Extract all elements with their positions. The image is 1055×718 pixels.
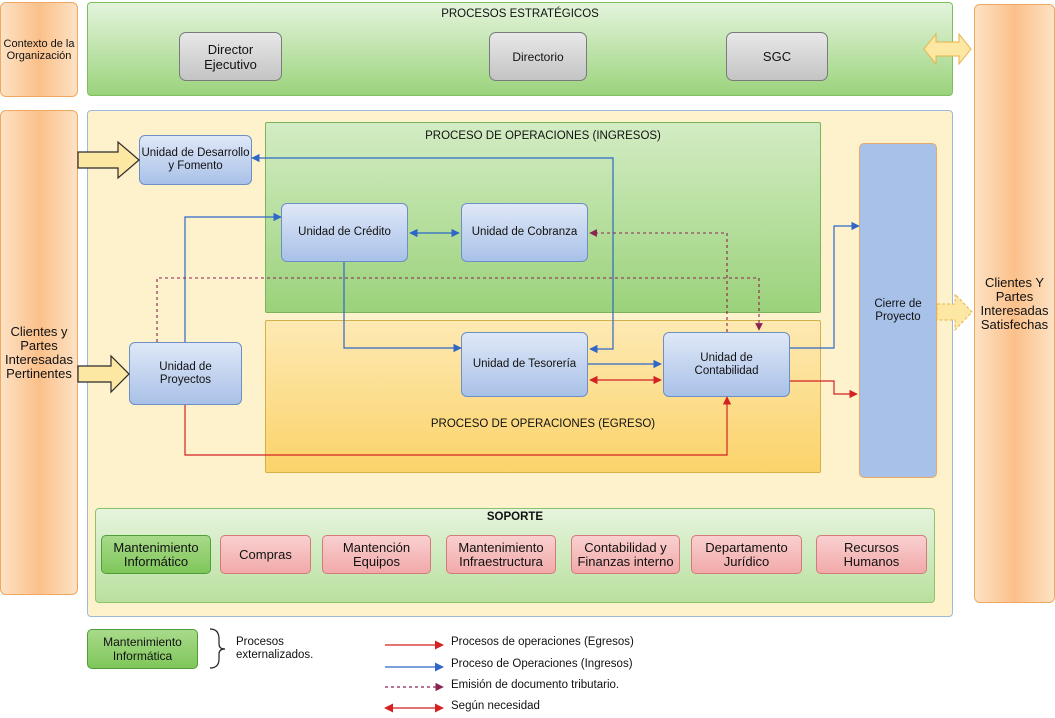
soporte-title: SOPORTE (486, 511, 544, 523)
unidad-proyectos-label: Unidad de Proyectos (159, 360, 212, 386)
clientes-entrada-label: Clientes y Partes Interesadas Pertinente… (5, 323, 73, 381)
sgc-box: SGC (726, 32, 828, 81)
directorio-label: Directorio (512, 49, 564, 64)
arrow-tesoreria-desarrollo (251, 153, 614, 354)
cierre-proyecto-box: Cierre de Proyecto (859, 143, 937, 478)
soporte-item-label: Contabilidad y Finanzas interno (577, 539, 674, 569)
legend-label-egresos: Procesos de operaciones (Egresos) (451, 636, 634, 648)
sgc-label: SGC (762, 49, 792, 64)
contexto-label: Contexto de la Organización (3, 37, 75, 62)
clientes-salida: Clientes Y Partes Interesadas Satisfecha… (974, 4, 1055, 603)
directorio-box: Directorio (489, 32, 587, 81)
director-ejecutivo-box: Director Ejecutivo (179, 32, 282, 81)
unidad-proyectos-box: Unidad de Proyectos (129, 342, 242, 405)
unidad-contabilidad-box: Unidad de Contabilidad (663, 332, 790, 397)
block-arrow-contexto (923, 32, 972, 66)
unidad-contabilidad-label: Unidad de Contabilidad (694, 351, 759, 377)
arrow-proyectos-credito (184, 212, 282, 342)
director-ejecutivo-label: Director Ejecutivo (204, 41, 257, 72)
soporte-compras: Compras (220, 535, 311, 574)
soporte-item-label: Mantenimiento Infraestructura (458, 539, 544, 569)
contexto-organizacion: Contexto de la Organización (0, 2, 78, 97)
legend-label-tributario: Emisión de documento tributario. (451, 679, 620, 691)
arrow-contabilidad-cobranza-dashed (589, 229, 728, 332)
soporte-item-label: Mantención Equipos (342, 539, 411, 569)
unidad-desarrollo-box: Unidad de Desarrollo y Fomento (139, 135, 252, 185)
legend-externalized-label: Mantenimiento Informática (103, 635, 182, 663)
unidad-desarrollo-label: Unidad de Desarrollo y Fomento (141, 147, 250, 172)
arrow-proyectos-contabilidad-red (184, 396, 732, 456)
soporte-item-label: Mantenimiento Informático (113, 539, 199, 569)
block-arrow-desarrollo (77, 140, 140, 180)
clientes-salida-label: Clientes Y Partes Interesadas Satisfecha… (980, 274, 1049, 332)
cierre-proyecto-label: Cierre de Proyecto (874, 297, 922, 323)
legend-externalized-text: Procesos externalizados. (236, 636, 314, 661)
arrow-credito-tesoreria (343, 262, 462, 353)
arrow-proyectos-contabilidad-dashed (156, 277, 763, 342)
arrow-contabilidad-cierre-red (790, 380, 858, 399)
legend-label-necesidad: Según necesidad (451, 700, 540, 712)
procesos-estrategicos-title: PROCESOS ESTRATÉGICOS (441, 8, 599, 20)
soporte-item-label: Compras (239, 546, 292, 562)
legend-externalized-box: Mantenimiento Informática (87, 629, 198, 669)
egreso-title: PROCESO DE OPERACIONES (EGRESO) (430, 418, 656, 430)
soporte-recursos-humanos: Recursos Humanos (816, 535, 927, 574)
soporte-mantencion-equipos: Mantención Equipos (322, 535, 431, 574)
soporte-mantenimiento-infraestructura: Mantenimiento Infraestructura (446, 535, 556, 574)
soporte-departamento-juridico: Departamento Jurídico (691, 535, 802, 574)
soporte-item-label: Recursos Humanos (843, 539, 900, 569)
unidad-tesoreria-label: Unidad de Tesorería (472, 358, 577, 370)
clientes-entrada: Clientes y Partes Interesadas Pertinente… (0, 110, 78, 595)
legend-label-ingresos: Proceso de Operaciones (Ingresos) (451, 658, 633, 670)
block-arrow-proyectos (77, 354, 130, 394)
ingresos-title: PROCESO DE OPERACIONES (INGRESOS) (425, 130, 661, 142)
soporte-mantenimiento-informatico: Mantenimiento Informático (101, 535, 211, 574)
legend-brace (209, 628, 226, 669)
block-arrow-cierre (936, 292, 973, 332)
soporte-item-label: Departamento Jurídico (705, 539, 788, 569)
arrow-contabilidad-cierre-blue (790, 221, 860, 349)
soporte-contabilidad-finanzas: Contabilidad y Finanzas interno (571, 535, 680, 574)
